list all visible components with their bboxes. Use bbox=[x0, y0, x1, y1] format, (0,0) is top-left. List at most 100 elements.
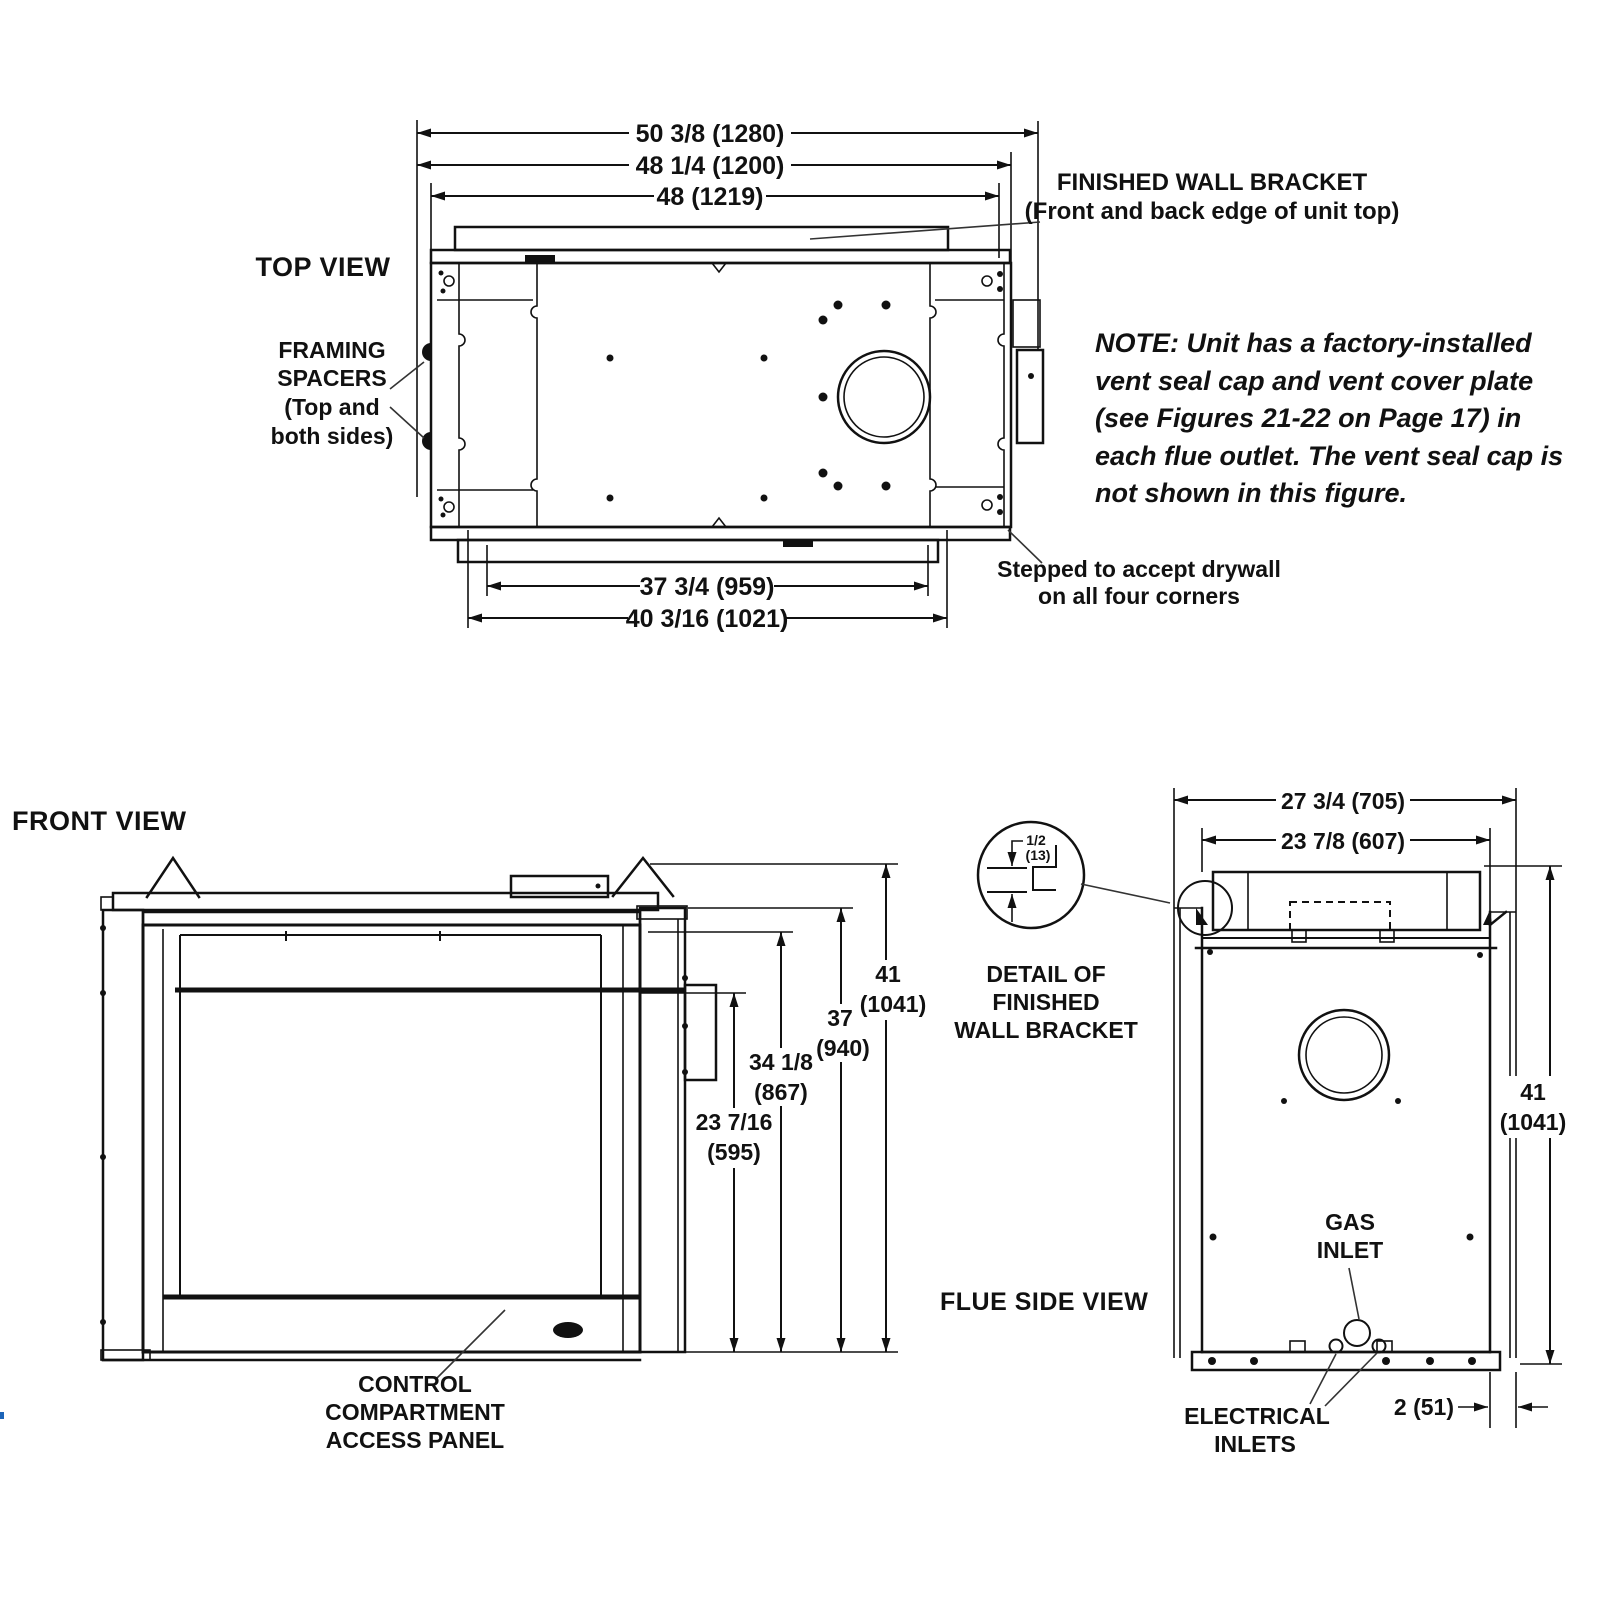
control-panel-label: CONTROL COMPARTMENT ACCESS PANEL bbox=[325, 1371, 505, 1453]
svg-text:GAS: GAS bbox=[1325, 1209, 1375, 1235]
side-wall-bracket bbox=[683, 983, 718, 1082]
dim-depth-body: 23 7/8 (607) bbox=[1281, 828, 1405, 854]
svg-text:23 7/16: 23 7/16 bbox=[696, 1109, 773, 1135]
vent-plate bbox=[1015, 348, 1045, 445]
front-view-unit-drawing bbox=[100, 855, 718, 1362]
note-text: NOTE: Unit has a factory-installed vent … bbox=[1095, 328, 1563, 508]
svg-text:each flue outlet. The vent sea: each flue outlet. The vent seal cap is bbox=[1095, 441, 1563, 471]
svg-text:(940): (940) bbox=[816, 1035, 870, 1061]
svg-text:(1041): (1041) bbox=[1500, 1109, 1566, 1135]
dim-opening-width: 37 3/4 (959) bbox=[640, 573, 775, 601]
top-view-unit-drawing bbox=[422, 225, 1045, 564]
svg-text:WALL BRACKET: WALL BRACKET bbox=[954, 1017, 1138, 1043]
finished-wall-bracket-label: FINISHED WALL BRACKET (Front and back ed… bbox=[1025, 169, 1400, 225]
electrical-inlet-hole-1 bbox=[1328, 1338, 1344, 1354]
vent-plate-upper bbox=[1012, 299, 1041, 348]
lifting-bracket-right bbox=[611, 855, 675, 898]
svg-text:ACCESS PANEL: ACCESS PANEL bbox=[326, 1427, 505, 1453]
scan-artifact-dot bbox=[0, 1412, 4, 1419]
svg-text:(Top and: (Top and bbox=[284, 394, 379, 420]
svg-text:both sides): both sides) bbox=[271, 423, 394, 449]
detail-source-circle bbox=[1177, 880, 1233, 936]
gas-inlet-hole bbox=[1343, 1319, 1371, 1347]
front-view-dimensions: 41 (1041) 37 (940) 34 1/8 (867) 23 7/16 … bbox=[640, 863, 928, 1353]
leader-framing-spacer-2 bbox=[389, 406, 425, 439]
svg-text:DETAIL OF: DETAIL OF bbox=[986, 961, 1105, 987]
leader-electrical-2 bbox=[1324, 1352, 1378, 1407]
gas-inlet-label: GAS INLET bbox=[1317, 1209, 1383, 1263]
top-view-title: TOP VIEW bbox=[255, 252, 390, 282]
leader-finished-wall-bracket bbox=[809, 221, 1041, 240]
svg-text:FINISHED: FINISHED bbox=[992, 989, 1099, 1015]
left-side-wall bbox=[101, 908, 145, 1362]
svg-text:ELECTRICAL: ELECTRICAL bbox=[1184, 1403, 1330, 1429]
electrical-inlet-hole-2 bbox=[1371, 1338, 1387, 1354]
lifting-bracket-left bbox=[145, 855, 201, 899]
svg-text:41: 41 bbox=[875, 961, 901, 987]
leader-gas-inlet bbox=[1348, 1267, 1360, 1320]
svg-text:(Front and back edge of unit t: (Front and back edge of unit top) bbox=[1025, 198, 1400, 225]
svg-text:NOTE: Unit has a factory-insta: NOTE: Unit has a factory-installed bbox=[1095, 328, 1532, 358]
svg-text:vent seal cap and vent cover p: vent seal cap and vent cover plate bbox=[1095, 366, 1533, 396]
stepped-drywall-label: Stepped to accept drywall on all four co… bbox=[997, 556, 1281, 609]
electrical-inlets-label: ELECTRICAL INLETS bbox=[1184, 1403, 1330, 1457]
dim-depth-overall: 27 3/4 (705) bbox=[1281, 788, 1405, 814]
junction-box bbox=[509, 874, 610, 899]
top-standoff-bar bbox=[141, 910, 642, 927]
detail-circle bbox=[976, 820, 1086, 930]
dim-body-width: 48 (1219) bbox=[656, 183, 763, 211]
bracket-step-profile bbox=[1032, 845, 1057, 891]
svg-text:FRAMING: FRAMING bbox=[278, 337, 385, 363]
dim-overall-width: 50 3/8 (1280) bbox=[636, 120, 785, 148]
dim-base-width: 40 3/16 (1021) bbox=[626, 605, 789, 633]
top-view: 50 3/8 (1280) 48 1/4 (1200) 48 (1219) 37… bbox=[255, 120, 1563, 633]
dim-bracket-width: 48 1/4 (1200) bbox=[636, 152, 785, 180]
bottom-rail bbox=[1190, 1350, 1502, 1372]
svg-text:not shown in this figure.: not shown in this figure. bbox=[1095, 478, 1407, 508]
front-view-title: FRONT VIEW bbox=[12, 806, 187, 836]
svg-text:FINISHED WALL BRACKET: FINISHED WALL BRACKET bbox=[1057, 169, 1368, 196]
leader-electrical-1 bbox=[1309, 1353, 1337, 1405]
svg-text:(595): (595) bbox=[707, 1139, 761, 1165]
dim-flange: 2 (51) bbox=[1394, 1394, 1454, 1420]
bracket-knockout-dashed bbox=[1289, 901, 1391, 931]
flue-view-unit-drawing bbox=[1173, 870, 1517, 1372]
flange-depth-dimension: 2 (51) bbox=[1394, 1372, 1548, 1428]
svg-text:(13): (13) bbox=[1026, 847, 1051, 863]
flue-bolt-holes bbox=[818, 300, 891, 491]
svg-text:1/2: 1/2 bbox=[1026, 832, 1046, 848]
svg-text:(see Figures 21-22 on Page 17): (see Figures 21-22 on Page 17) in bbox=[1095, 403, 1521, 433]
svg-text:INLET: INLET bbox=[1317, 1237, 1383, 1263]
framing-spacer-tab-upper bbox=[422, 343, 431, 361]
bottom-bracket-bar bbox=[456, 538, 940, 564]
brand-logo-mark bbox=[553, 1322, 583, 1338]
finished-wall-bracket-side bbox=[1211, 870, 1482, 932]
svg-text:Stepped to accept drywall: Stepped to accept drywall bbox=[997, 556, 1281, 582]
corner-screws bbox=[438, 270, 1003, 518]
svg-text:SPACERS: SPACERS bbox=[277, 365, 387, 391]
top-plate bbox=[429, 248, 1012, 265]
leader-framing-spacer-1 bbox=[389, 361, 425, 390]
leader-control-panel bbox=[436, 1309, 506, 1379]
wall-bracket-detail: 1/2 (13) bbox=[976, 820, 1233, 936]
svg-text:41: 41 bbox=[1520, 1079, 1546, 1105]
flue-side-view-title: FLUE SIDE VIEW bbox=[940, 1288, 1148, 1316]
leader-stepped-corners bbox=[1007, 529, 1043, 564]
svg-text:37: 37 bbox=[827, 1005, 853, 1031]
leader-detail bbox=[1080, 883, 1171, 904]
top-cap bbox=[111, 891, 660, 912]
flue-collar-side-view bbox=[1297, 1008, 1391, 1102]
svg-text:(867): (867) bbox=[754, 1079, 808, 1105]
svg-text:34 1/8: 34 1/8 bbox=[749, 1049, 813, 1075]
svg-text:CONTROL: CONTROL bbox=[358, 1371, 472, 1397]
framing-spacer-tab-lower bbox=[422, 432, 431, 450]
front-view: FRONT VIEW bbox=[0, 806, 928, 1453]
finished-wall-bracket-bar bbox=[453, 225, 950, 252]
svg-text:on all four corners: on all four corners bbox=[1038, 583, 1240, 609]
svg-text:INLETS: INLETS bbox=[1214, 1431, 1296, 1457]
svg-text:(1041): (1041) bbox=[860, 991, 926, 1017]
flue-collar-top-view bbox=[836, 349, 932, 445]
flue-side-view: 27 3/4 (705) 23 7/8 (607) bbox=[940, 787, 1576, 1457]
